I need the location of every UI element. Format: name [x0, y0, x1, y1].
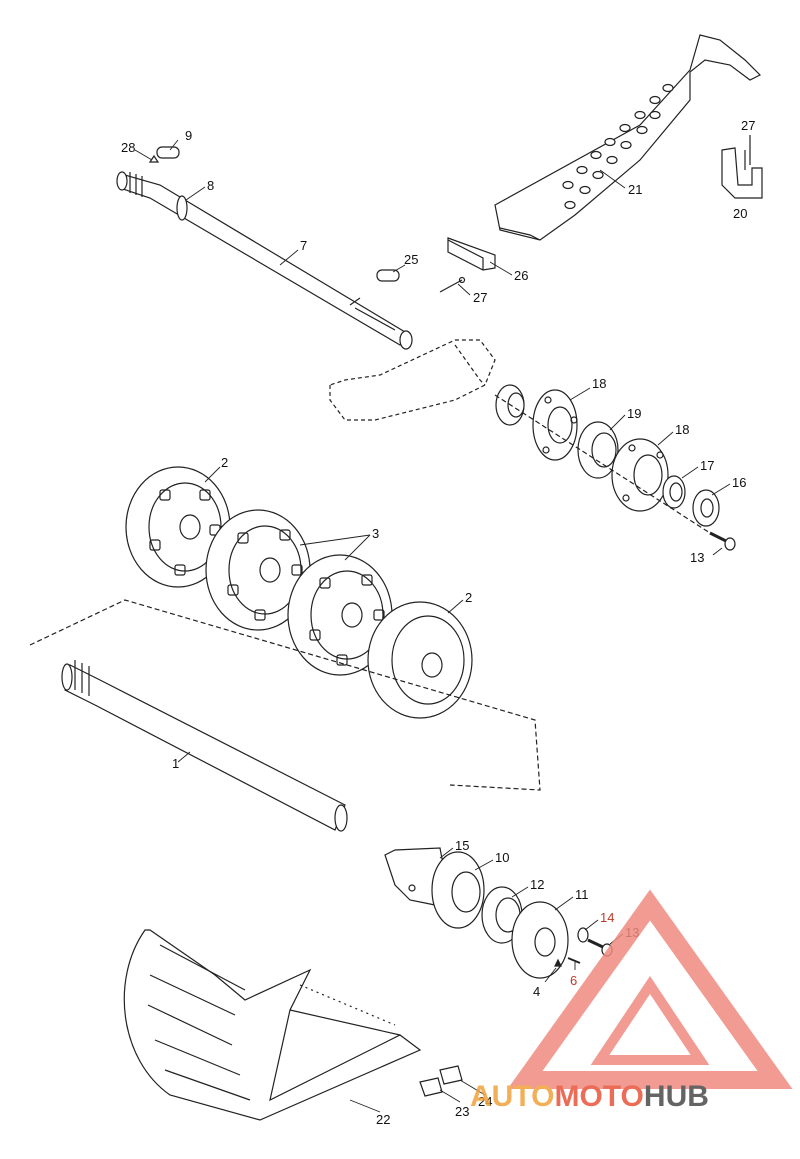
part-24-clip: [439, 1065, 463, 1085]
callout-3: 3: [372, 526, 379, 541]
watermark-hub: HUB: [644, 1080, 709, 1113]
watermark-logo: AUTOMOTOHUB: [470, 889, 793, 1113]
callout-2-right: 2: [465, 590, 472, 605]
part-28-pin: [148, 154, 160, 163]
part-4-grease: [554, 958, 562, 967]
callout-24: 24: [478, 1094, 492, 1109]
part-8-collar: [176, 195, 188, 221]
part-22-track: [123, 929, 422, 1121]
part-27-rivet: [439, 279, 463, 293]
part-21-cover: [494, 34, 762, 241]
part-2-sprocket-left: [125, 466, 231, 588]
callout-6: 6: [570, 973, 577, 988]
callout-11: 11: [575, 887, 589, 902]
watermark-auto: AUTO: [470, 1080, 554, 1113]
part-9-key: [156, 146, 180, 159]
callout-20: 20: [733, 206, 747, 221]
part-16-washer: [692, 489, 720, 527]
callout-23: 23: [455, 1104, 469, 1119]
callout-7: 7: [300, 238, 307, 253]
callout-26: 26: [514, 268, 528, 283]
part-23-clip: [419, 1077, 443, 1097]
axle-dashed-outline: [29, 599, 541, 791]
part-20-bracket: [721, 147, 763, 199]
part-3-sprocket-a: [205, 509, 311, 631]
callout-25: 25: [404, 252, 418, 267]
callout-10: 10: [495, 850, 509, 865]
callout-27: 27: [473, 290, 487, 305]
watermark-triangle-icon: [507, 889, 793, 1089]
callout-9: 9: [185, 128, 192, 143]
chaincase-outline: [329, 339, 496, 421]
part-26-bracket: [447, 237, 496, 271]
part-18-flange-a: [532, 389, 578, 461]
callout-4: 4: [533, 984, 540, 999]
part-11-housing: [511, 901, 569, 979]
watermark-text: AUTOMOTOHUB: [470, 1080, 709, 1113]
part-6-fitting: [567, 957, 581, 964]
callout-12: 12: [530, 877, 544, 892]
callout-14: 14: [600, 910, 614, 925]
part-1-axle: [61, 660, 348, 832]
callout-28: 28: [121, 140, 135, 155]
watermark-inner-triangle: [590, 975, 710, 1065]
callout-18-upper: 18: [592, 376, 606, 391]
part-18-flange-b: [611, 438, 669, 512]
callout-27-top: 27: [741, 118, 755, 133]
callout-8: 8: [207, 178, 214, 193]
part-2-sprocket-right: [367, 601, 473, 719]
part-3-sprocket-b: [287, 554, 393, 676]
callout-13-upper: 13: [690, 550, 704, 565]
callout-1: 1: [172, 756, 179, 771]
part-10-flange: [431, 851, 485, 929]
part-19-bearing: [577, 421, 619, 479]
callout-19: 19: [627, 406, 641, 421]
part-13-bolt-a: [709, 531, 736, 551]
callout-21: 21: [628, 182, 642, 197]
callout-2-left: 2: [221, 455, 228, 470]
part-7-shaft: [116, 171, 413, 350]
part-14-washer: [577, 927, 589, 943]
callout-15: 15: [455, 838, 469, 853]
callout-18-lower: 18: [675, 422, 689, 437]
callout-16: 16: [732, 475, 746, 490]
part-25-key: [376, 269, 400, 282]
callout-17: 17: [700, 458, 714, 473]
callout-22: 22: [376, 1112, 390, 1127]
watermark-moto: MOTO: [554, 1080, 643, 1113]
